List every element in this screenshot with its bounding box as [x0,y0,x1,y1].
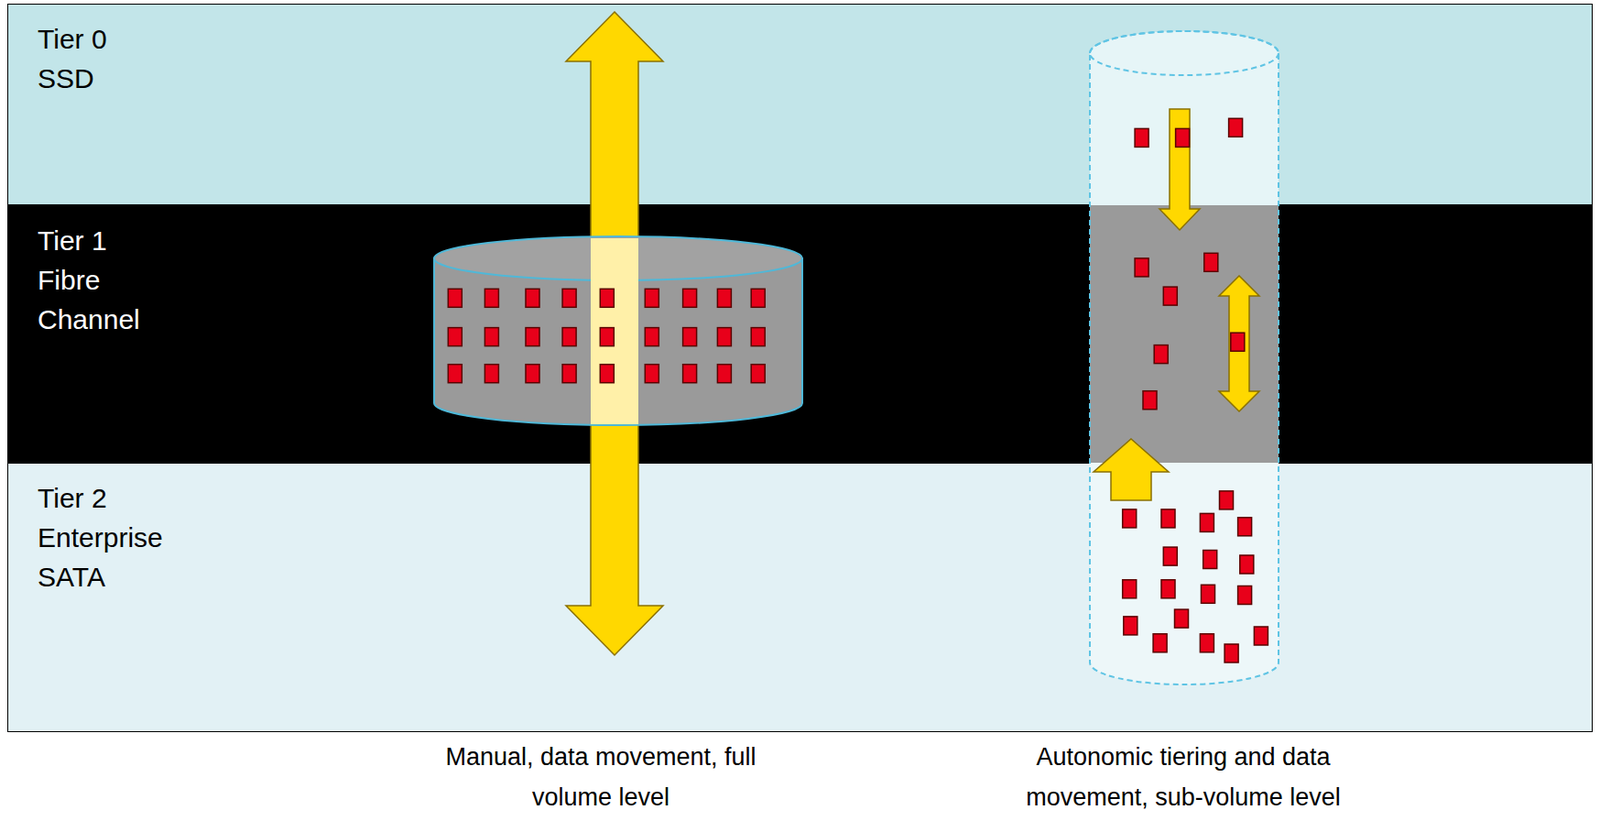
data-block [1201,584,1216,603]
data-block [1175,128,1190,147]
data-block [644,288,659,307]
down-arrow [1159,108,1200,230]
data-block [1203,550,1218,569]
data-block [484,327,499,347]
data-block [1122,509,1137,528]
caption: Autonomic tiering and data movement, sub… [995,736,1372,817]
data-block [562,327,577,347]
data-block [599,327,614,347]
data-block [525,327,540,347]
arrow-through-volume [590,238,639,425]
data-block [1134,128,1149,147]
data-block [1219,490,1234,510]
data-block [1161,509,1176,528]
caption: Manual, data movement, full volume level [413,736,789,817]
data-block [717,327,731,347]
tier-band: Tier 1Fibre Channel [7,205,1593,463]
data-block [1224,643,1239,663]
data-blocks [447,118,1268,663]
data-block [447,288,462,307]
data-block [1161,579,1176,599]
data-block [562,364,577,383]
data-block [1163,546,1177,566]
data-block [1199,633,1214,653]
data-block [683,327,697,347]
data-block [447,364,462,383]
tier-media: Fibre Channel [37,260,175,339]
data-block [599,364,614,383]
data-block [751,288,765,307]
data-block [683,364,697,383]
double-arrow-small [1219,275,1260,412]
data-block [1240,555,1254,574]
data-block [1153,633,1167,653]
data-block [1238,586,1252,605]
data-block [1123,616,1138,635]
data-block [525,288,540,307]
data-block [683,288,697,307]
tier-name: Tier 1 [37,220,175,261]
data-block [644,327,659,347]
tier-band: Tier 0SSD [7,3,1593,206]
tier-media: Enterprise SATA [37,517,189,597]
data-block [1204,252,1219,272]
data-block [1199,512,1214,532]
data-block [751,327,765,347]
tier-text-group: Tier 0SSD [37,19,221,98]
tier-media: SSD [37,58,221,98]
data-block [1163,286,1177,305]
volume-cylinder [434,258,803,425]
tier-name: Tier 0 [37,19,221,59]
data-block [1229,118,1243,137]
data-block [1153,345,1168,364]
subvolume-cylinder-fill [1085,18,1287,701]
data-block [1253,626,1268,645]
data-block [447,327,462,347]
subvolume-cylinder [1089,31,1279,685]
tier-name: Tier 2 [37,478,189,518]
up-arrow [1093,438,1169,501]
data-block [525,364,540,383]
tier-text-group: Tier 1Fibre Channel [37,220,175,339]
data-block [484,288,499,307]
double-arrow [565,11,664,655]
tier-text-group: Tier 2Enterprise SATA [37,478,189,597]
tier-band: Tier 2Enterprise SATA [7,462,1593,732]
data-block [1238,517,1252,536]
data-block [751,364,765,383]
data-block [1122,579,1137,599]
subvolume-cylinder-top [1089,31,1279,76]
data-block [717,364,731,383]
data-block [599,288,614,307]
data-block [1230,332,1245,351]
data-block [644,364,659,383]
data-block [1175,609,1189,628]
data-block [562,288,577,307]
data-block [717,288,731,307]
data-block [1142,391,1157,410]
data-block [484,364,499,383]
data-block [1134,258,1149,277]
volume-cylinder-top [434,236,803,281]
